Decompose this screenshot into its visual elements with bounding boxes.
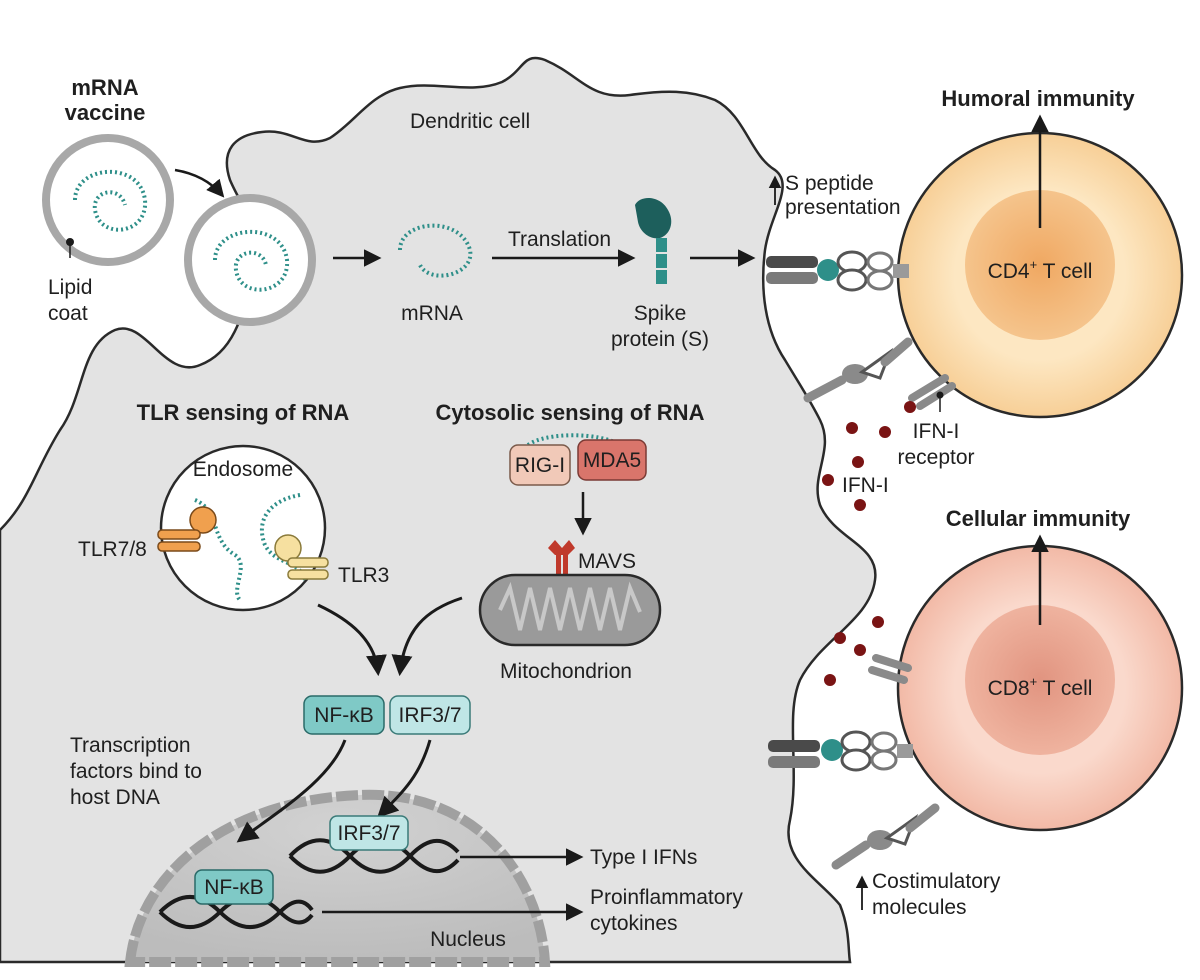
transcription-factors-label: Transcription	[70, 734, 191, 757]
ifn-receptor-top	[908, 374, 956, 410]
ifn-receptor-label-2: receptor	[897, 446, 974, 469]
endosome	[159, 444, 327, 612]
proinflammatory-label-2: cytokines	[590, 912, 678, 935]
tlr78-receptor-icon	[157, 506, 217, 552]
lipid-coat-label-2: coat	[48, 302, 88, 325]
nucleus-label: Nucleus	[430, 928, 506, 951]
nfkb-label: NF-κB	[314, 704, 374, 727]
mhc-tcr-complex-bottom	[768, 730, 913, 772]
spike-protein-icon	[635, 198, 672, 284]
translation-label: Translation	[508, 228, 611, 251]
mavs-icon	[548, 540, 575, 577]
lipid-nanoparticle	[42, 134, 174, 266]
transcription-factors-label-2: factors bind to	[70, 760, 202, 783]
costimulatory-pair-bottom	[831, 803, 940, 870]
cd4-t-cell-label: CD4+ T cell	[988, 257, 1093, 283]
nfkb-nucleus-box	[194, 869, 274, 905]
mavs-label: MAVS	[578, 550, 636, 573]
ifn-i-label: IFN-I	[842, 474, 889, 497]
s-peptide-label-2: presentation	[785, 196, 901, 219]
irf37-nucleus-label: IRF3/7	[337, 822, 400, 845]
s-peptide-label: S peptide	[785, 172, 874, 195]
ifn-i-cytokines-bottom	[824, 616, 884, 686]
humoral-immunity-title: Humoral immunity	[941, 86, 1135, 111]
tlr3-label: TLR3	[338, 564, 389, 587]
ifn-i-cytokines-top	[822, 401, 916, 511]
cd4-t-cell-nucleus	[965, 190, 1115, 340]
nucleus	[124, 789, 551, 967]
rig-i-box	[509, 444, 571, 486]
mrna-vaccine-title-2: vaccine	[65, 100, 146, 125]
nfkb-nucleus-label: NF-κB	[204, 876, 264, 899]
dendritic-cell-membrane	[0, 56, 877, 964]
mda5-label: MDA5	[583, 449, 641, 472]
tlr78-label: TLR7/8	[78, 538, 147, 561]
cd8-t-cell-nucleus	[965, 605, 1115, 755]
mrna-label: mRNA	[401, 302, 463, 325]
mrna-vaccine-title: mRNA	[71, 75, 138, 100]
spike-protein-label-2: protein (S)	[611, 328, 709, 351]
proinflammatory-label: Proinflammatory	[590, 886, 743, 909]
cytosolic-sensing-title: Cytosolic sensing of RNA	[436, 400, 705, 425]
costimulatory-label: Costimulatory	[872, 870, 1001, 893]
ifn-receptor-bottom	[868, 654, 912, 684]
dendritic-cell-label: Dendritic cell	[410, 110, 530, 133]
tlr-sensing-title: TLR sensing of RNA	[137, 400, 350, 425]
mitochondrion-icon	[478, 573, 662, 647]
transcription-factors-label-3: host DNA	[70, 786, 160, 809]
mda5-box	[577, 439, 647, 481]
costimulatory-label-2: molecules	[872, 896, 967, 919]
spike-protein-label: Spike	[634, 302, 687, 325]
cellular-immunity-title: Cellular immunity	[946, 506, 1131, 531]
mitochondrion-label: Mitochondrion	[500, 660, 632, 683]
lipid-nanoparticle-fused	[184, 194, 316, 326]
irf37-nucleus-box	[329, 815, 409, 851]
rig-i-label: RIG-I	[515, 454, 565, 477]
mhc-tcr-complex-top	[766, 250, 909, 292]
ifn-receptor-label: IFN-I	[913, 420, 960, 443]
irf37-label: IRF3/7	[398, 704, 461, 727]
costimulatory-pair-top	[803, 337, 913, 403]
tlr3-receptor-icon	[274, 534, 329, 580]
endosome-label: Endosome	[193, 458, 293, 481]
nfkb-box	[303, 695, 385, 735]
irf37-box	[389, 695, 471, 735]
cd8-t-cell-label: CD8+ T cell	[988, 674, 1093, 700]
type-i-ifns-label: Type I IFNs	[590, 846, 697, 869]
lipid-coat-label: Lipid	[48, 276, 92, 299]
